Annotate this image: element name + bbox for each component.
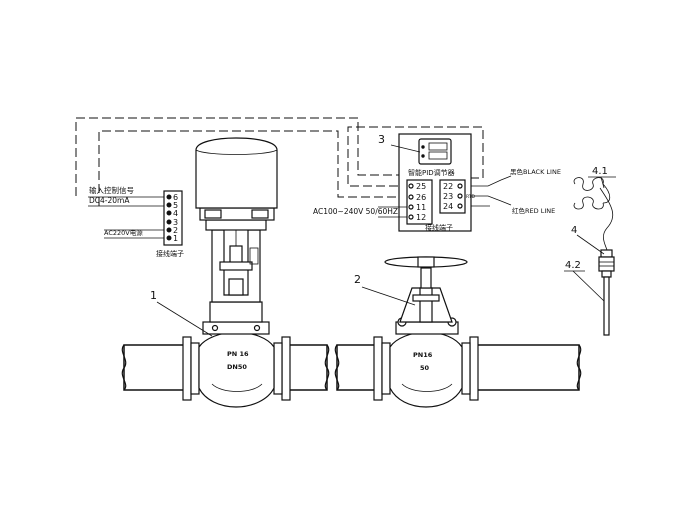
red-wire-label: 红色RED LINE bbox=[512, 206, 555, 215]
left-terminal-caption: 接线端子 bbox=[156, 249, 184, 258]
pid-terminal-number: 11 bbox=[416, 203, 426, 212]
signal-loop-wires bbox=[75, 117, 484, 206]
pid-side-label: RTD bbox=[466, 194, 476, 200]
dc-signal-label: DC4-20mA bbox=[89, 196, 130, 205]
left-valve-pn: PN 16 bbox=[227, 350, 249, 358]
input-signal-label: 输入控制信号 bbox=[89, 185, 134, 195]
callout-4-1: 4.1 bbox=[592, 166, 608, 177]
valve-markings: PN 16 DN50 PN16 50 bbox=[227, 350, 433, 372]
thermocouple-wiring: 黑色BLACK LINE 红色RED LINE bbox=[471, 167, 615, 336]
pid-terminal-number: 23 bbox=[443, 192, 453, 201]
right-valve-dn: 50 bbox=[420, 364, 430, 372]
left-terminal-number: 2 bbox=[173, 226, 178, 235]
callout-4-2: 4.2 bbox=[565, 260, 581, 271]
callout-2: 2 bbox=[354, 273, 361, 286]
manual-globe-valve bbox=[373, 256, 479, 408]
pid-right-terminal-screws bbox=[457, 183, 463, 209]
left-valve-dn: DN50 bbox=[227, 363, 247, 371]
pid-left-terminal-screws bbox=[408, 183, 414, 220]
ac-power-label: AC220V电源 bbox=[104, 228, 143, 237]
pid-terminal-caption: 接线端子 bbox=[425, 223, 453, 232]
right-valve-pn: PN16 bbox=[413, 351, 433, 359]
callout-3: 3 bbox=[378, 133, 385, 146]
pid-controller-title: 智能PID调节器 bbox=[408, 168, 455, 177]
left-terminal-block: 6 5 4 3 2 1 接线端子 输入控制信号 DC4-20mA AC220V电… bbox=[88, 185, 184, 258]
pid-terminal-number: 12 bbox=[416, 213, 426, 222]
left-terminal-number: 6 bbox=[173, 193, 178, 202]
left-terminal-number: 5 bbox=[173, 201, 178, 210]
callouts: 1 2 3 4.1 4 4.2 bbox=[150, 133, 616, 337]
left-terminal-number: 4 bbox=[173, 209, 178, 218]
pid-terminal-number: 26 bbox=[416, 193, 426, 202]
left-terminal-number: 3 bbox=[173, 218, 178, 227]
pid-terminal-number: 22 bbox=[443, 182, 453, 191]
left-terminal-screws bbox=[166, 194, 172, 241]
callout-4: 4 bbox=[571, 225, 577, 236]
pid-controller: 智能PID调节器 25 26 11 12 22 23 24 RTD 接线端子 A… bbox=[313, 133, 476, 232]
black-wire-label: 黑色BLACK LINE bbox=[510, 167, 561, 176]
pid-terminal-number: 24 bbox=[443, 202, 453, 211]
pipe-left bbox=[121, 344, 330, 391]
callout-1: 1 bbox=[150, 289, 157, 302]
electric-control-valve bbox=[182, 137, 291, 408]
power-supply-label: AC100~240V 50/60HZ bbox=[313, 207, 398, 216]
left-terminal-number: 1 bbox=[173, 234, 178, 243]
pid-terminal-number: 25 bbox=[416, 182, 426, 191]
pipe-right bbox=[334, 344, 582, 391]
